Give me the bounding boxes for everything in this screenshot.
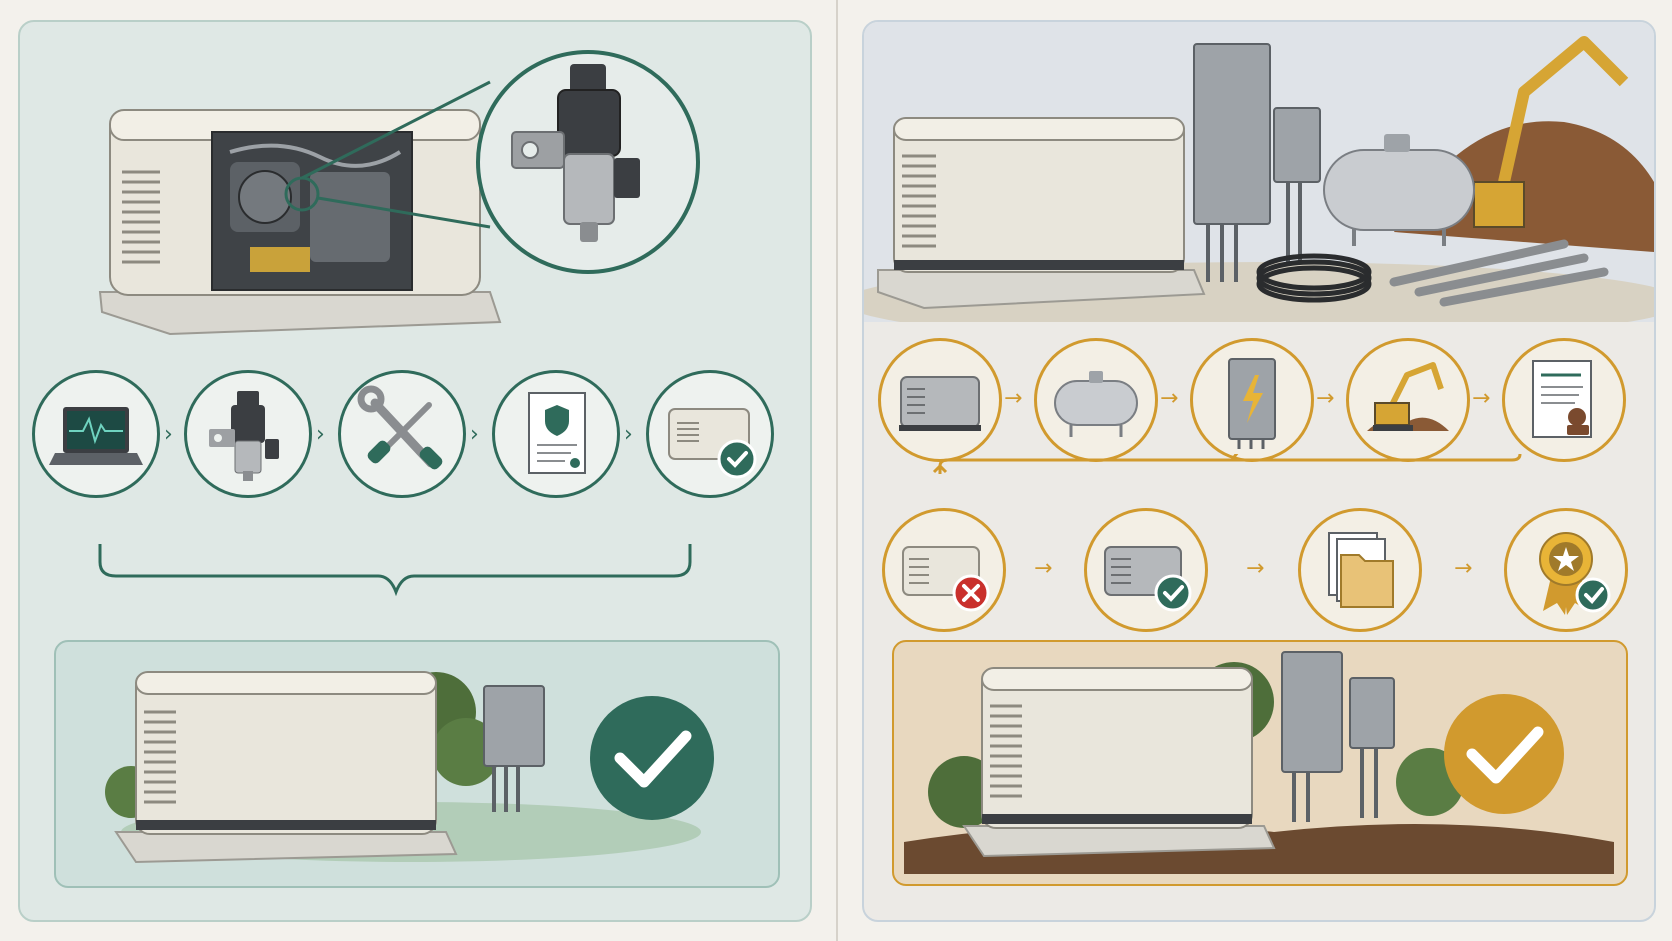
generator-check-icon [668, 408, 757, 479]
step-rejected [882, 508, 1006, 632]
step-propane-tank [1034, 338, 1158, 462]
generator-rejected-icon [902, 546, 990, 612]
excavator-icon [1367, 362, 1449, 431]
step-arrow: › [164, 422, 173, 447]
step-arrow: → [1472, 386, 1491, 411]
step-permit [1502, 338, 1626, 462]
generator-cutaway-illustration [98, 50, 700, 336]
step-generator-check [646, 370, 774, 498]
step-arrow: → [1160, 386, 1179, 411]
step-repair [338, 370, 466, 498]
panel-divider [836, 0, 838, 941]
step-arrow: → [1316, 386, 1335, 411]
certificate-shield-icon [528, 392, 586, 474]
electrical-panel-icon [1228, 358, 1276, 449]
step-arrow: › [624, 422, 633, 447]
step-excavation [1346, 338, 1470, 462]
generator-approved-icon [1104, 546, 1192, 612]
step-arrow: › [470, 422, 479, 447]
step-solenoid [184, 370, 312, 498]
left-panel: › › › › [18, 20, 812, 922]
step-arrow: → [1004, 386, 1023, 411]
installation-site-illustration [864, 22, 1654, 322]
step-diagnostics [32, 370, 160, 498]
right-panel: → → → → [862, 20, 1656, 922]
checkmark-icon [1444, 694, 1564, 814]
step-electrical [1190, 338, 1314, 462]
row-connector [932, 454, 1522, 474]
document-folder-icon [1328, 532, 1394, 608]
solenoid-valve-icon [209, 391, 279, 481]
laptop-diagnostics-icon [49, 407, 143, 465]
result-box [54, 640, 780, 888]
step-arrow: → [1034, 556, 1053, 581]
step-certificate [492, 370, 620, 498]
step-approved [1084, 508, 1208, 632]
step-arrow: → [1246, 556, 1265, 581]
step-award [1504, 508, 1628, 632]
generator-icon [899, 376, 981, 431]
step-arrow: › [316, 422, 325, 447]
result-box [892, 640, 1628, 886]
step-documents [1298, 508, 1422, 632]
wrench-screwdriver-icon [357, 385, 443, 470]
propane-tank-icon [1054, 371, 1138, 437]
checkmark-icon [590, 696, 714, 820]
step-arrow: → [1454, 556, 1473, 581]
award-ribbon-icon [1539, 532, 1611, 615]
step-generator [878, 338, 1002, 462]
installed-site-illustration [904, 651, 1614, 874]
permit-stamp-icon [1532, 360, 1592, 438]
bracket-connector [98, 544, 692, 597]
installed-generator-illustration [105, 671, 714, 864]
